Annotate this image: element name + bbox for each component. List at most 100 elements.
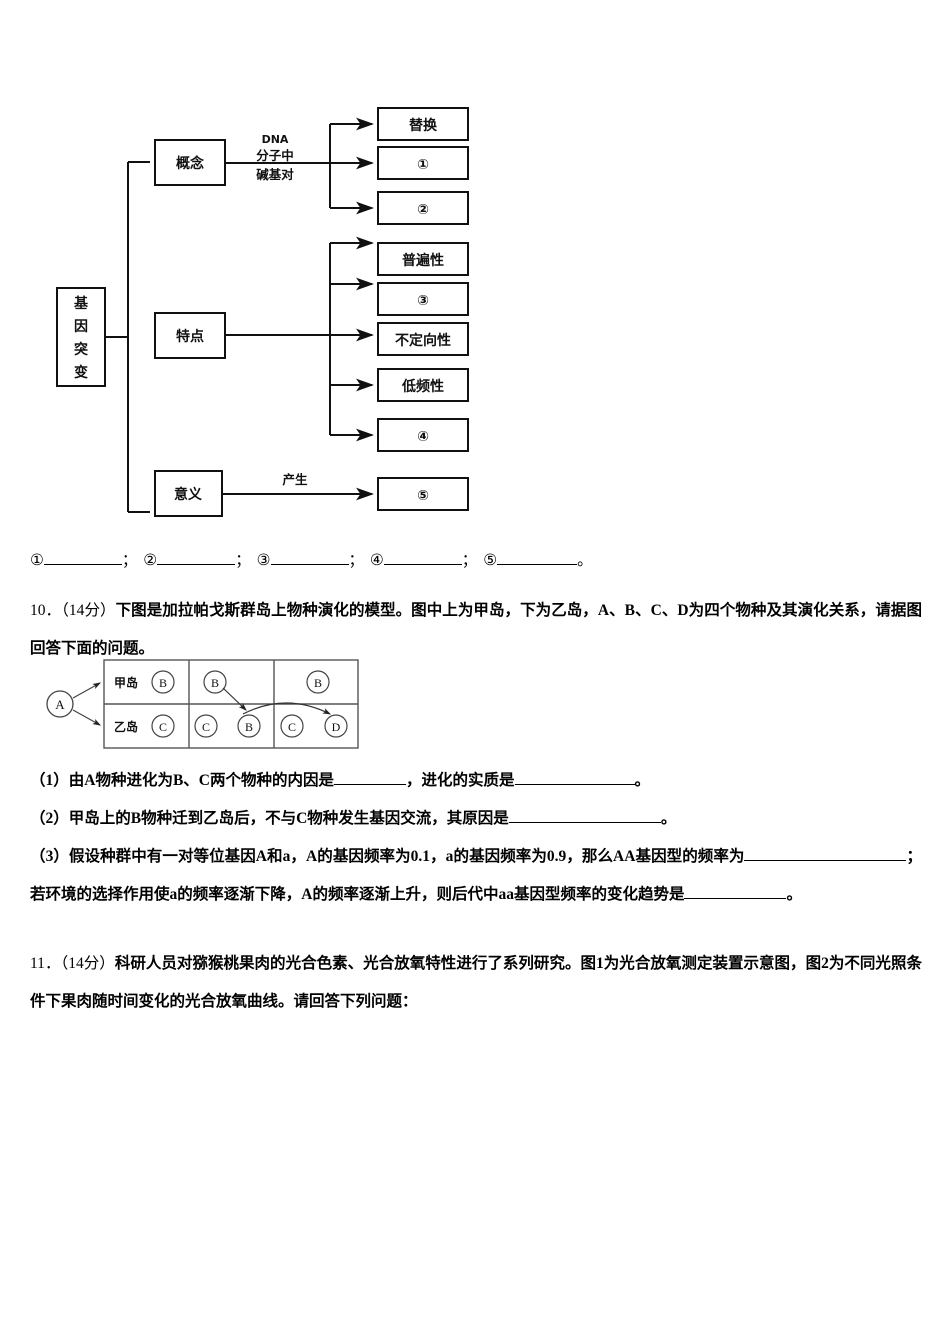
fill-in-sep-2: ；: [235, 552, 251, 569]
fill-in-blank-2[interactable]: [157, 564, 236, 565]
question-10-item-3-blank-2[interactable]: [810, 860, 907, 861]
fill-in-blank-3[interactable]: [270, 564, 349, 565]
figure-gene-mutation-concept-map: 基 因 突 变 概念 DNA 分子中 碱基对 替换: [0, 60, 950, 540]
question-10-item-1-text-1: 由A物种进化为B、C两个物种的内因是: [68, 772, 334, 789]
fill-in-blank-4[interactable]: [383, 564, 462, 565]
node-branch-concept-label: 概念: [176, 155, 205, 172]
question-10-item-1-period: 。: [634, 772, 651, 789]
connector-concept-label-3: 碱基对: [256, 167, 294, 182]
fill-in-answer-row: ①； ②； ③； ④； ⑤。: [30, 548, 920, 570]
fill-in-item-2: ②；: [143, 548, 250, 570]
island-c1-bottom-circle: [151, 714, 175, 738]
question-10-item-3: （3）假设种群中有一对等位基因A和a，A的基因频率为0.1，a的基因频率为0.9…: [30, 838, 922, 914]
connector-concept-label-2: 分子中: [256, 148, 294, 163]
fill-in-sep-1: ；: [121, 552, 138, 569]
fill-in-marker-4: ④: [369, 552, 384, 569]
island-c3-top-circle: [306, 670, 330, 694]
node-target-blank-2: [377, 191, 469, 225]
node-root-char-2: 因: [74, 319, 88, 335]
fill-in-blank-5[interactable]: [497, 564, 578, 565]
island-c3-bottom-label-2: D: [332, 720, 341, 734]
node-target-low-frequency: [377, 368, 469, 402]
question-10-subitems: （1）由A物种进化为B、C两个物种的内因是，进化的实质是。 （2）甲岛上的B物种…: [30, 762, 922, 914]
figure-island-speciation-model: A 甲岛 乙岛 B C B C B: [28, 652, 368, 757]
question-10-item-2-blank-1[interactable]: [508, 822, 661, 823]
node-target-blank-5-label: ⑤: [417, 488, 429, 504]
node-target-substitution: [377, 107, 469, 141]
node-branch-characteristics: [154, 312, 226, 359]
island-c2-bottom-circle-2: [237, 714, 261, 738]
island-c3-top-label: B: [314, 676, 322, 690]
fill-in-blank-1[interactable]: [43, 564, 122, 565]
island-c2-bottom-label-2: B: [245, 720, 253, 734]
node-branch-characteristics-label: 特点: [176, 328, 204, 345]
node-root-char-4: 变: [74, 364, 88, 381]
question-10-item-3-blank-1[interactable]: [744, 860, 811, 861]
question-10-item-3-text-1: 假设种群中有一对等位基因A和a，A的基因频率为0.1，a的基因频率为0.9，那么…: [68, 848, 745, 865]
connector-significance-label: 产生: [282, 472, 308, 487]
fill-in-item-5: ⑤。: [483, 548, 592, 570]
fill-in-marker-3: ③: [256, 552, 271, 569]
island-c1-top-circle: [151, 670, 175, 694]
question-10-item-1-text-2: ，进化的实质是: [406, 772, 515, 789]
node-root-char-1: 基: [74, 295, 89, 312]
question-11-score: （14分）: [60, 955, 115, 972]
question-10-item-1: （1）由A物种进化为B、C两个物种的内因是，进化的实质是。: [30, 762, 922, 800]
node-target-universality: [377, 242, 469, 276]
island-c2-bottom-circle-1: [194, 714, 218, 738]
arrow-migration-down: [222, 687, 247, 711]
question-11-number: 11．: [30, 955, 61, 972]
fill-in-marker-1: ①: [30, 552, 44, 569]
question-10-item-2-label: （2）: [30, 810, 69, 827]
question-10-item-3-label: （3）: [30, 848, 69, 865]
question-10-item-3-blank-4[interactable]: [690, 898, 787, 899]
island-c1-top-label: B: [159, 676, 167, 690]
node-target-blank-4-label: ④: [417, 429, 429, 445]
node-target-nondirectional-label: 不定向性: [395, 332, 451, 349]
question-10-item-2-text-1: 甲岛上的B物种迁到乙岛后，不与C物种发生基因交流，其原因是: [68, 810, 509, 827]
node-target-blank-4: [377, 418, 469, 452]
question-10-item-3-text-2: ；若环境的选择作用使a的频率逐渐下降，A的频率逐渐上升，则后代中aa基因型频率的…: [30, 848, 922, 903]
question-10-item-2-period: 。: [660, 810, 677, 827]
node-target-blank-1: [377, 146, 469, 180]
node-target-universality-label: 普遍性: [402, 252, 444, 269]
arrow-A-to-island-yi: [72, 709, 102, 726]
question-11-stem: 11．（14分）科研人员对猕猴桃果肉的光合色素、光合放氧特性进行了系列研究。图1…: [30, 945, 922, 1021]
question-10-stem-text: 下图是加拉帕戈斯群岛上物种演化的模型。图中上为甲岛，下为乙岛，A、B、C、D为四…: [30, 602, 922, 657]
fill-in-marker-2: ②: [143, 552, 158, 569]
node-target-blank-3-label: ③: [417, 293, 429, 309]
island-c2-bottom-label-1: C: [202, 720, 210, 734]
question-10-item-1-blank-1[interactable]: [334, 784, 406, 785]
fill-in-item-4: ④；: [370, 548, 477, 570]
island-c3-bottom-label-1: C: [288, 720, 296, 734]
island-c1-bottom-label: C: [159, 720, 167, 734]
question-10-item-3-blank-3[interactable]: [684, 898, 691, 899]
question-11-stem-text: 科研人员对猕猴桃果肉的光合色素、光合放氧特性进行了系列研究。图1为光合放氧测定装…: [30, 955, 922, 1010]
node-target-blank-1-label: ①: [417, 157, 429, 173]
question-10-item-2: （2）甲岛上的B物种迁到乙岛后，不与C物种发生基因交流，其原因是 。: [30, 800, 922, 838]
island-c3-bottom-circle-1: [280, 714, 304, 738]
connector-concept-label-1: DNA: [262, 133, 289, 146]
island-c3-bottom-circle-2: [324, 714, 348, 738]
node-target-blank-2-label: ②: [417, 202, 429, 218]
island-row-label-yi: 乙岛: [114, 719, 138, 734]
question-10-stem: 10．（14分）下图是加拉帕戈斯群岛上物种演化的模型。图中上为甲岛，下为乙岛，A…: [30, 592, 922, 668]
node-root-char-3: 突: [74, 341, 88, 358]
fill-in-item-1: ①；: [30, 548, 137, 570]
node-target-blank-5: [377, 477, 469, 511]
node-branch-significance: [154, 470, 223, 517]
species-A-label: A: [55, 697, 65, 712]
species-A-circle: [46, 690, 74, 718]
fill-in-terminator: 。: [577, 552, 593, 569]
question-10-score: （14分）: [61, 602, 116, 619]
node-target-nondirectional: [377, 322, 469, 356]
fill-in-sep-3: ；: [348, 552, 365, 569]
node-root-box: [56, 287, 106, 387]
arrow-speciation-curve: [242, 702, 332, 715]
question-10-number: 10．: [30, 602, 62, 619]
arrow-A-to-island-jia: [72, 682, 102, 699]
island-row-label-jia: 甲岛: [114, 675, 138, 690]
question-10-item-1-blank-2[interactable]: [514, 784, 635, 785]
island-c2-top-label: B: [211, 676, 219, 690]
